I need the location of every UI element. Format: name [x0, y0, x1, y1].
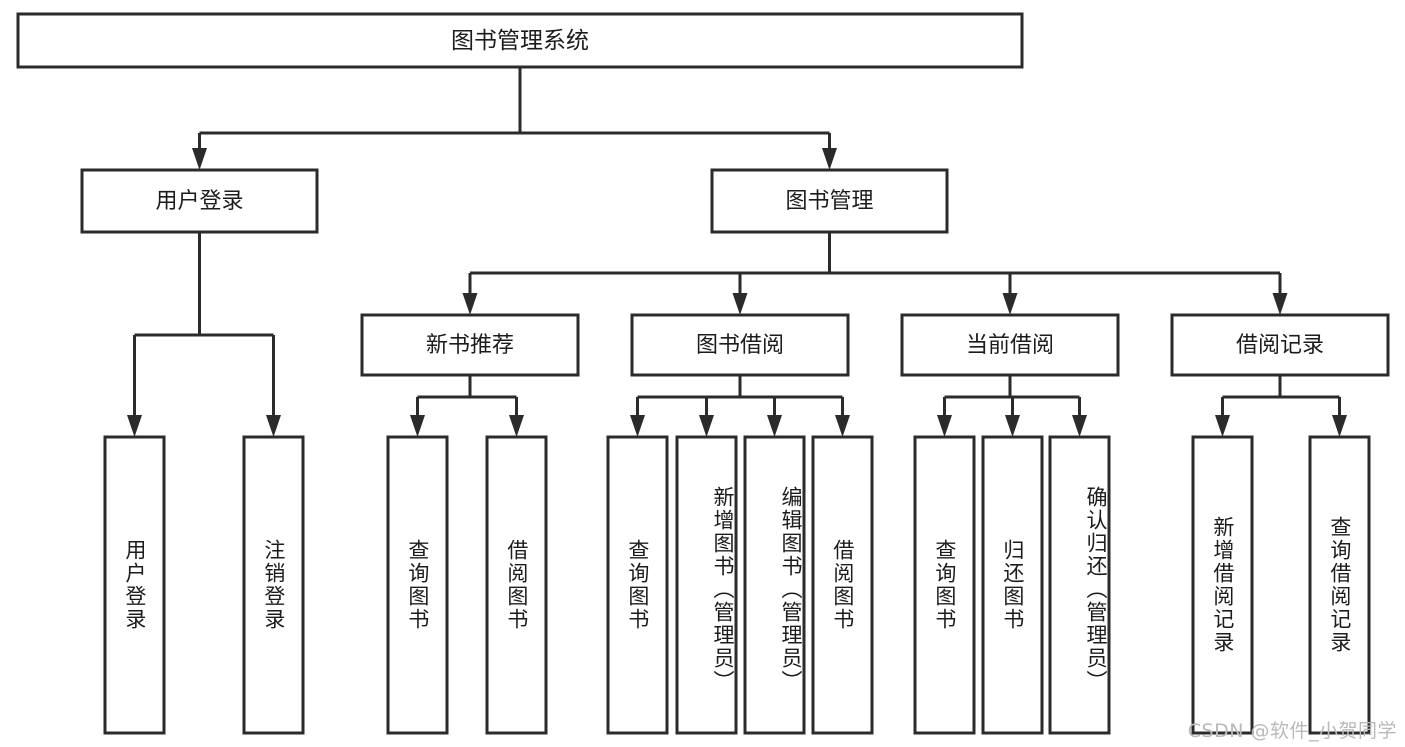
- node-l3-新书推荐[interactable]: 新书推荐: [360, 313, 580, 377]
- leaf-node-用户登录-0[interactable]: [103, 435, 166, 735]
- arrow-head-icon: [509, 415, 524, 437]
- node-l2-图书管理[interactable]: 图书管理: [710, 168, 949, 234]
- arrow-head-icon: [835, 415, 850, 437]
- leaf-node-新增借阅记录-11[interactable]: [1191, 435, 1254, 735]
- node-label: 新书推荐: [426, 333, 514, 358]
- watermark-text: CSDN @软件_小贺同学: [1187, 720, 1397, 742]
- connectors-layer: [127, 67, 1347, 437]
- node-l3-当前借阅[interactable]: 当前借阅: [900, 313, 1120, 377]
- arrow-head-icon: [1215, 415, 1230, 437]
- node-label: 图书借阅: [696, 333, 784, 358]
- leaf-node-查询图书-2[interactable]: [386, 435, 449, 735]
- arrow-head-icon: [192, 148, 207, 170]
- leaf-node-查询图书-8[interactable]: [913, 435, 976, 735]
- leaf-node-注销登录-1[interactable]: [242, 435, 305, 735]
- arrow-head-icon: [732, 293, 748, 315]
- leaf-node-借阅图书-3[interactable]: [485, 435, 548, 735]
- arrow-head-icon: [1332, 415, 1347, 437]
- leaf-node-确认归还管理员-10[interactable]: [1048, 435, 1111, 735]
- arrow-head-icon: [630, 415, 645, 437]
- node-l2-用户登录[interactable]: 用户登录: [80, 168, 319, 234]
- node-label: 借阅记录: [1236, 333, 1324, 358]
- node-label: 图书管理系统: [451, 28, 589, 54]
- arrow-head-icon: [1002, 293, 1018, 315]
- arrow-head-icon: [462, 293, 478, 315]
- leaf-node-借阅图书-7[interactable]: [811, 435, 874, 735]
- node-l3-图书借阅[interactable]: 图书借阅: [630, 313, 850, 377]
- arrow-head-icon: [127, 415, 142, 437]
- node-l3-借阅记录[interactable]: 借阅记录: [1170, 313, 1390, 377]
- arrow-head-icon: [1272, 293, 1288, 315]
- arrow-head-icon: [937, 415, 952, 437]
- leaf-node-查询借阅记录-12[interactable]: [1308, 435, 1371, 735]
- leaf-node-查询图书-4[interactable]: [606, 435, 669, 735]
- node-label: 当前借阅: [966, 333, 1054, 358]
- node-label: 用户登录: [155, 189, 243, 214]
- leaf-node-编辑图书管理员-6[interactable]: [743, 435, 806, 735]
- arrow-head-icon: [822, 148, 837, 170]
- node-label: 图书管理: [785, 189, 873, 214]
- leaf-node-新增图书管理员-5[interactable]: [675, 435, 738, 735]
- arrow-head-icon: [699, 415, 714, 437]
- arrow-head-icon: [1072, 415, 1087, 437]
- arrow-head-icon: [410, 415, 425, 437]
- arrow-head-icon: [266, 415, 281, 437]
- leaf-node-归还图书-9[interactable]: [981, 435, 1044, 735]
- arrow-head-icon: [1005, 415, 1020, 437]
- node-root-图书管理系统[interactable]: 图书管理系统: [16, 12, 1024, 69]
- arrow-head-icon: [767, 415, 782, 437]
